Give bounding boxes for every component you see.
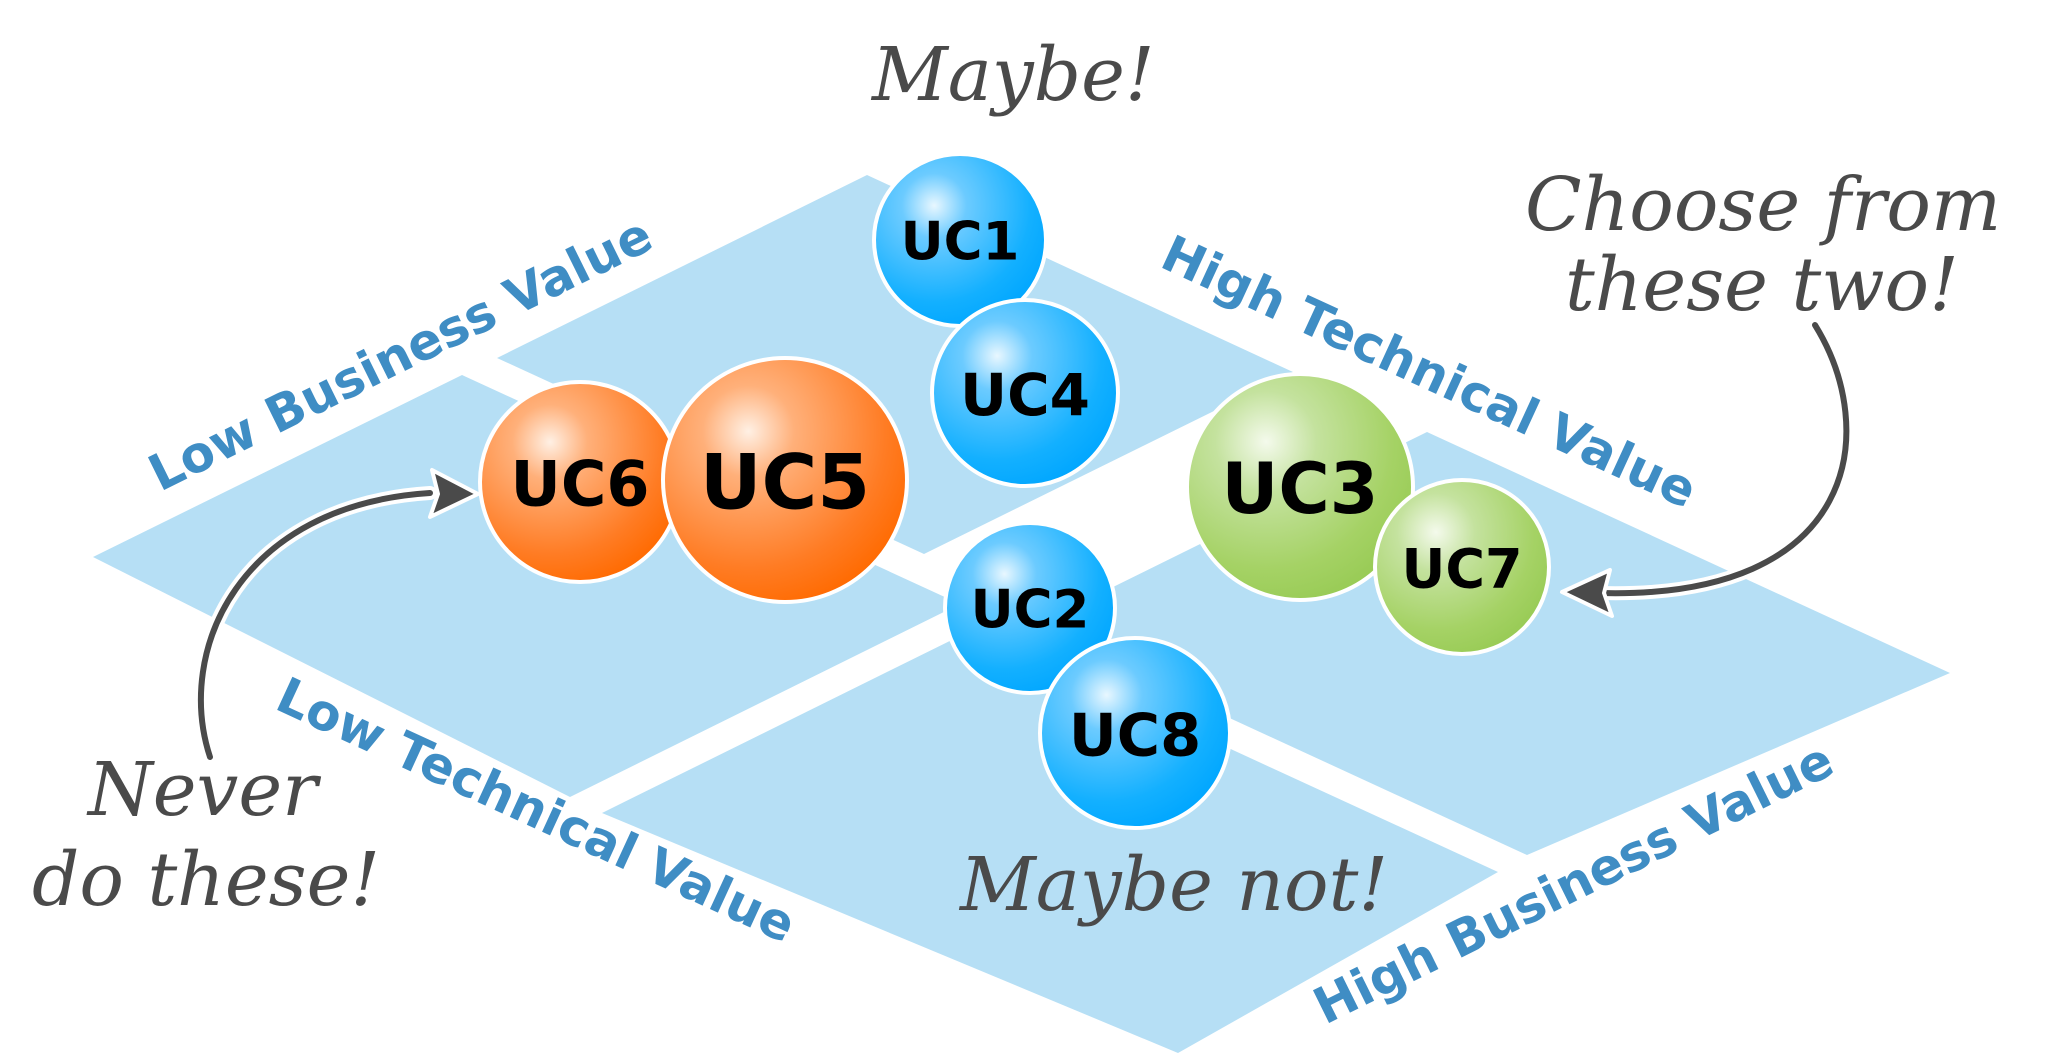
bubble-circle — [1038, 636, 1232, 830]
bubble-circle — [943, 521, 1117, 695]
bubble-circle — [661, 356, 909, 604]
annotation-maybe: Maybe! — [870, 32, 1155, 118]
annotation-maybe-not: Maybe not! — [958, 842, 1388, 928]
arrow-never — [193, 468, 480, 764]
arrow-choose — [1560, 318, 1854, 618]
bubble-label: UC3 — [1222, 448, 1379, 530]
quadrant-low-business-high-technical — [497, 175, 1293, 554]
bubble-uc8: UC8 — [1038, 636, 1232, 830]
bubble-label: UC6 — [511, 448, 650, 521]
bubble-uc2: UC2 — [943, 521, 1117, 695]
bubble-uc1: UC1 — [872, 152, 1048, 328]
bubble-uc5: UC5 — [661, 356, 909, 604]
bubble-label: UC4 — [960, 361, 1090, 429]
bubble-label: UC2 — [971, 580, 1090, 641]
annotation-choose-line1: Choose from — [1525, 162, 2001, 248]
bubble-uc7: UC7 — [1373, 478, 1551, 656]
bubble-circle — [1373, 478, 1551, 656]
bubble-label: UC5 — [700, 438, 870, 527]
quadrant-low-business-low-technical — [93, 375, 960, 797]
annotation-never-line1: Never — [86, 747, 322, 833]
bubble-label: UC7 — [1401, 538, 1522, 601]
bubble-circle — [930, 298, 1120, 488]
bubble-label: UC1 — [901, 212, 1020, 273]
bubble-circle — [1185, 372, 1415, 602]
bubble-uc3: UC3 — [1185, 372, 1415, 602]
arrowhead-icon — [1560, 568, 1614, 618]
annotation-never-line2: do these! — [32, 837, 380, 923]
bubble-uc6: UC6 — [478, 380, 682, 584]
bubble-label: UC8 — [1069, 701, 1201, 770]
annotation-choose-line2: these two! — [1565, 242, 1959, 328]
bubble-uc4: UC4 — [930, 298, 1120, 488]
arrowhead-icon — [428, 468, 480, 519]
quadrant-high-business-low-technical — [602, 630, 1498, 1053]
